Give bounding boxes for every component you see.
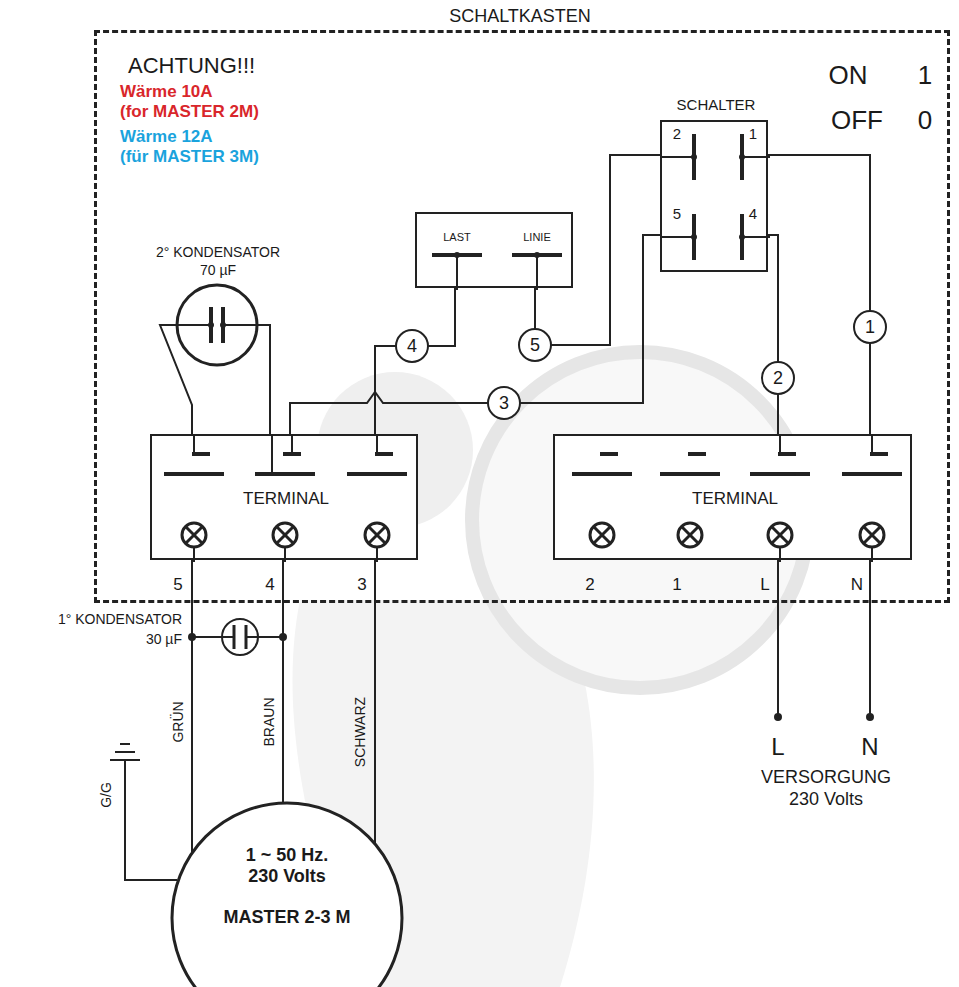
callout-number: 5 xyxy=(530,336,540,354)
terminal-number: 4 xyxy=(265,576,274,595)
terminal-number: 5 xyxy=(173,576,182,595)
box-heading: SCHALTER xyxy=(677,97,756,114)
terminal-block: TERMINAL xyxy=(553,434,912,560)
wire-color-label: BRAUN xyxy=(262,697,277,746)
pin-number: 4 xyxy=(749,206,757,223)
callout-circle: 2 xyxy=(761,361,795,395)
switch-box: SCHALTER xyxy=(660,120,768,272)
wire xyxy=(282,560,284,803)
callout-circle: 3 xyxy=(487,386,521,420)
callout-circle: 4 xyxy=(395,329,429,363)
callout-circle: 5 xyxy=(518,328,552,362)
wire xyxy=(374,560,376,844)
pin-number: 1 xyxy=(749,126,757,143)
supply-leads xyxy=(775,560,873,720)
supply-label: L xyxy=(771,734,784,760)
motor-circle-symbol xyxy=(170,801,404,987)
switch-state: 1 xyxy=(918,61,932,90)
supply-label: 230 Volts xyxy=(789,790,863,810)
switch-state: OFF xyxy=(831,106,883,135)
warning-note: (für MASTER 3M) xyxy=(120,148,259,167)
box-text: 230 Volts xyxy=(248,867,326,887)
callout-circle: 1 xyxy=(853,310,887,344)
box-text: TERMINAL xyxy=(243,490,329,509)
terminal-number: 1 xyxy=(672,576,681,595)
warning-note: Wärme 10A xyxy=(120,83,213,102)
box-text: 70 µF xyxy=(200,263,236,278)
thermal-relay-symbol xyxy=(417,214,575,290)
capacitor-label: 1° KONDENSATOR xyxy=(58,612,182,627)
warning-heading: ACHTUNG!!! xyxy=(128,54,255,78)
box-text: TERMINAL xyxy=(692,490,778,509)
capacitor-circle: 2° KONDENSATOR 70 µF xyxy=(150,245,290,370)
box-text: MASTER 2-3 M xyxy=(223,908,350,928)
pin-number: 2 xyxy=(673,126,681,143)
motor-circle: 1 ~ 50 Hz.230 VoltsMASTER 2-3 M xyxy=(170,801,404,987)
terminal-number: 3 xyxy=(357,576,366,595)
wire-color-label: GRÜN xyxy=(171,701,186,742)
callout-number: 1 xyxy=(865,318,875,336)
box-text: LINIE xyxy=(523,231,551,243)
warning-note: (for MASTER 2M) xyxy=(120,103,259,122)
box-text: LAST xyxy=(443,231,471,243)
box-text: 1 ~ 50 Hz. xyxy=(246,846,329,866)
box-heading: SCHALTKASTEN xyxy=(449,7,591,27)
supply-label: N xyxy=(861,734,878,760)
terminal-block: TERMINAL xyxy=(150,434,418,560)
switch-state: ON xyxy=(829,61,868,90)
wire xyxy=(768,235,778,434)
callout-number: 3 xyxy=(499,394,509,412)
switch-state: 0 xyxy=(918,106,932,135)
thermal-relay: LAST LINIE xyxy=(415,212,573,288)
ground-symbol xyxy=(110,744,177,880)
pin-number: 5 xyxy=(673,206,681,223)
terminal-number: 2 xyxy=(585,576,594,595)
wire-color-label: SCHWARZ xyxy=(353,697,368,767)
switch-box-symbol xyxy=(662,122,770,274)
box-heading: 2° KONDENSATOR xyxy=(156,245,280,260)
callout-number: 2 xyxy=(773,369,783,387)
warning-note: Wärme 12A xyxy=(120,128,213,147)
capacitor-label: 30 µF xyxy=(146,632,182,647)
wire xyxy=(191,560,193,853)
ground-label: G/G xyxy=(99,782,114,808)
wire xyxy=(257,325,270,434)
callout-number: 4 xyxy=(407,337,417,355)
capacitor-symbol xyxy=(189,619,286,655)
terminal-number: L xyxy=(760,576,769,595)
terminal-number: N xyxy=(851,576,863,595)
supply-label: VERSORGUNG xyxy=(761,768,891,788)
wire xyxy=(375,288,455,434)
